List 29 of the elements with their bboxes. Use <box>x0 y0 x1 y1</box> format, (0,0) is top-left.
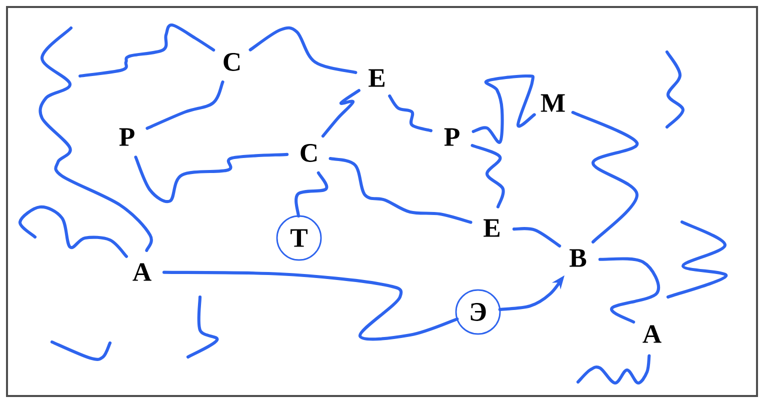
circled-letter: Т <box>276 215 322 261</box>
wavy-line <box>18 205 128 258</box>
letter: Р <box>119 128 134 146</box>
letter: В <box>570 249 586 267</box>
wavy-line <box>598 257 660 324</box>
wavy-line <box>576 354 651 385</box>
wavy-line <box>146 80 224 130</box>
wavy-line <box>78 23 216 78</box>
wavy-line <box>248 26 358 74</box>
circled-letter: Э <box>455 289 501 335</box>
wavy-line <box>134 152 289 204</box>
wavy-line <box>472 74 536 144</box>
letter: С <box>300 144 317 162</box>
letter: Е <box>484 219 500 237</box>
wavy-line <box>470 144 505 208</box>
wavy-line <box>512 226 562 248</box>
letter: Е <box>368 69 385 87</box>
wavy-line <box>388 94 432 132</box>
wavy-line <box>571 110 639 244</box>
wavy-line <box>328 157 472 224</box>
wavy-line <box>38 26 153 252</box>
wavy-line <box>162 270 459 341</box>
letter: М <box>540 94 565 112</box>
letter: А <box>642 325 662 343</box>
wavy-line <box>321 88 360 138</box>
letter: С <box>224 53 240 71</box>
letter: Р <box>444 128 460 146</box>
wavy-line <box>294 171 328 218</box>
letter: А <box>132 263 152 281</box>
